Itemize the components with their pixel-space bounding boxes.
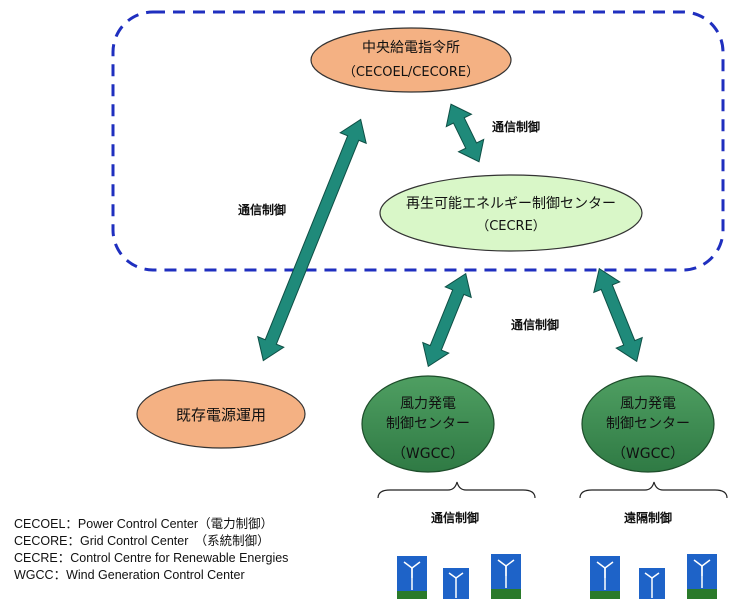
- wind-farm-icon: [397, 556, 427, 599]
- legend-item-cecre: CECRE：Control Centre for Renewable Energ…: [14, 551, 289, 565]
- wind-farm-icon: [590, 556, 620, 599]
- wind-farm-icon: [639, 568, 665, 599]
- wgcc-left-node: 風力発電 制御センター （WGCC）: [361, 375, 495, 473]
- wgcc-right-line3: （WGCC）: [612, 446, 684, 462]
- legend-item-wgcc: WGCC：Wind Generation Control Center: [14, 568, 245, 582]
- abbreviation-legend: CECOEL：Power Control Center（電力制御） CECORE…: [14, 516, 288, 584]
- label-wgcc-right-farms: 遠隔制御: [624, 510, 672, 525]
- brace-left: [377, 481, 536, 499]
- wgcc-right-node: 風力発電 制御センター （WGCC）: [581, 375, 715, 473]
- label-wgcc-left-farms: 通信制御: [431, 510, 479, 525]
- central-title: 中央給電指令所: [362, 40, 460, 56]
- wind-farm-icon: [491, 554, 521, 599]
- arrow-central-existing: [257, 118, 367, 362]
- arrow-central-renewable: [445, 103, 485, 163]
- central-dispatch-node: 中央給電指令所 （CECOEL/CECORE）: [310, 27, 512, 93]
- existing-power-node: 既存電源運用: [136, 379, 306, 449]
- arrow-renewable-wgcc-left: [422, 272, 472, 368]
- renewable-subtitle: （CECRE）: [476, 219, 546, 234]
- renewable-title: 再生可能エネルギー制御センター: [406, 196, 616, 212]
- wind-farm-icon: [443, 568, 469, 599]
- legend-item-cecoel: CECOEL：Power Control Center（電力制御）: [14, 517, 274, 531]
- label-central-existing: 通信制御: [238, 202, 286, 217]
- label-renewable-wgcc: 通信制御: [511, 317, 559, 332]
- wgcc-left-line3: （WGCC）: [392, 446, 464, 462]
- existing-label: 既存電源運用: [176, 406, 266, 424]
- legend-item-cecore: CECORE：Grid Control Center （系統制御）: [14, 534, 270, 548]
- central-subtitle: （CECOEL/CECORE）: [343, 65, 479, 80]
- brace-right: [579, 481, 728, 499]
- label-central-renewable: 通信制御: [492, 119, 540, 134]
- renewable-control-node: 再生可能エネルギー制御センター （CECRE）: [379, 174, 643, 252]
- wgcc-right-line2: 制御センター: [606, 416, 690, 432]
- wind-farm-icon: [687, 554, 717, 599]
- control-center-boundary: [111, 10, 725, 272]
- wgcc-left-line1: 風力発電: [400, 396, 456, 412]
- arrow-renewable-wgcc-right: [593, 267, 643, 363]
- wgcc-left-line2: 制御センター: [386, 416, 470, 432]
- wgcc-right-line1: 風力発電: [620, 396, 676, 412]
